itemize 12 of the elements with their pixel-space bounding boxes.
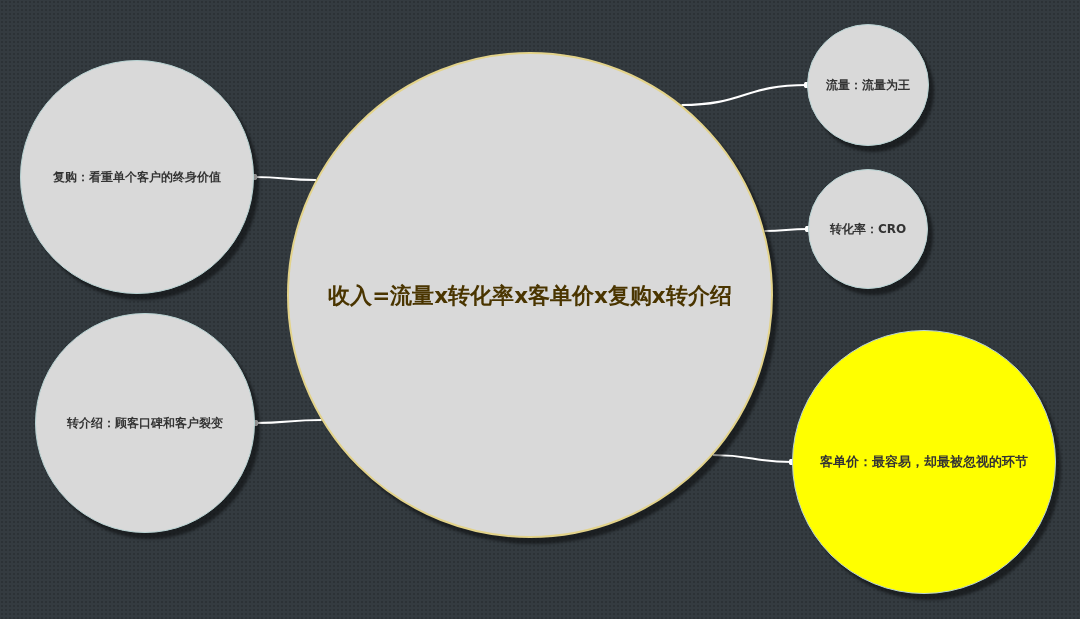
node-label: 流量：流量为王 — [826, 76, 910, 94]
circle-node — [35, 313, 255, 533]
circle-node — [792, 330, 1056, 594]
node-label: 复购：看重单个客户的终身价值 — [53, 169, 221, 185]
node-label: 转化率：CRO — [829, 220, 907, 238]
node-label: 客单价：最容易，却最被忽视的环节 — [820, 453, 1028, 471]
circle-node — [20, 60, 254, 294]
circle-node — [808, 169, 928, 289]
circle-node — [287, 52, 773, 538]
node-label: 收入=流量x转化率x客单价x复购x转介绍 — [328, 281, 732, 310]
node-label: 转介绍：顾客口碑和客户裂变 — [67, 415, 223, 431]
circle-node — [807, 24, 929, 146]
